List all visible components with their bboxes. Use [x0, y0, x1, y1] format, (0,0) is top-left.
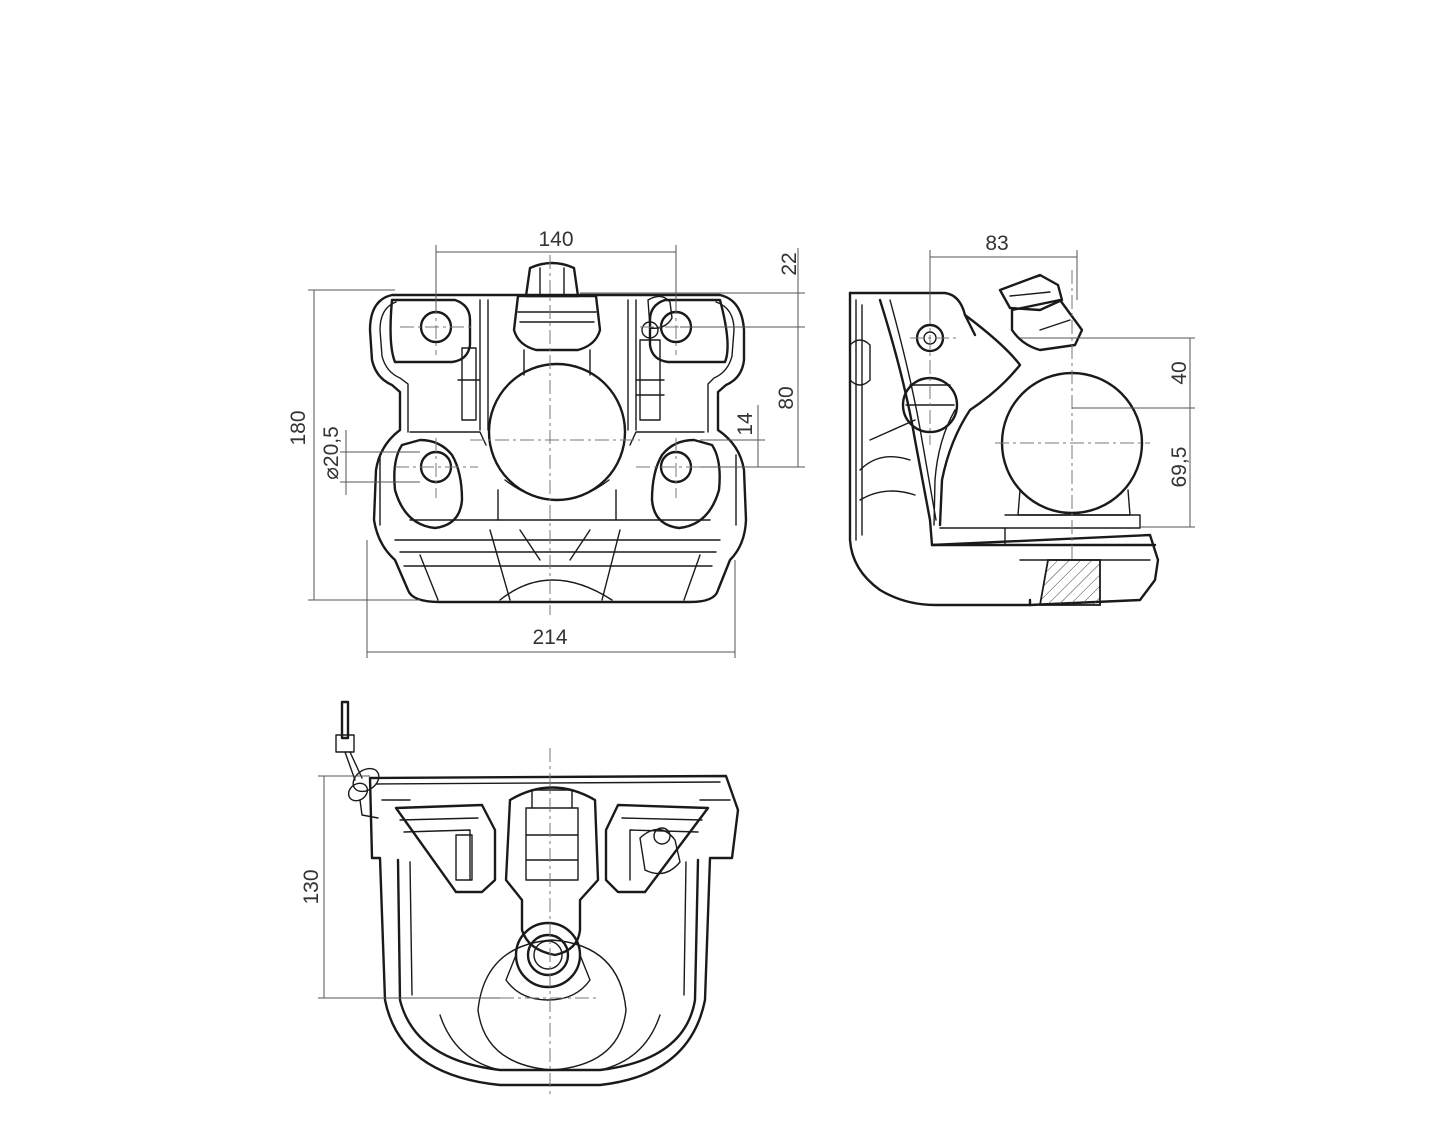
side-dimensions: 83 40 69,5	[929, 232, 1195, 528]
front-view	[368, 255, 748, 615]
dim-180: 180	[287, 410, 310, 445]
side-view	[848, 260, 1160, 607]
dim-83: 83	[985, 232, 1008, 255]
dim-140: 140	[538, 228, 573, 251]
dim-14: 14	[734, 412, 757, 436]
dim-diameter: ⌀20,5	[320, 426, 343, 480]
dim-130: 130	[300, 869, 323, 904]
top-dimensions: 130	[300, 775, 500, 999]
dim-69-5: 69,5	[1168, 447, 1191, 488]
dim-80: 80	[775, 386, 798, 409]
dim-40: 40	[1168, 361, 1191, 384]
dim-214: 214	[532, 626, 567, 649]
front-dimensions: 140 22 80 14 180 ⌀20,5 214	[287, 228, 805, 658]
dim-22: 22	[778, 252, 801, 275]
top-view	[335, 700, 740, 1098]
